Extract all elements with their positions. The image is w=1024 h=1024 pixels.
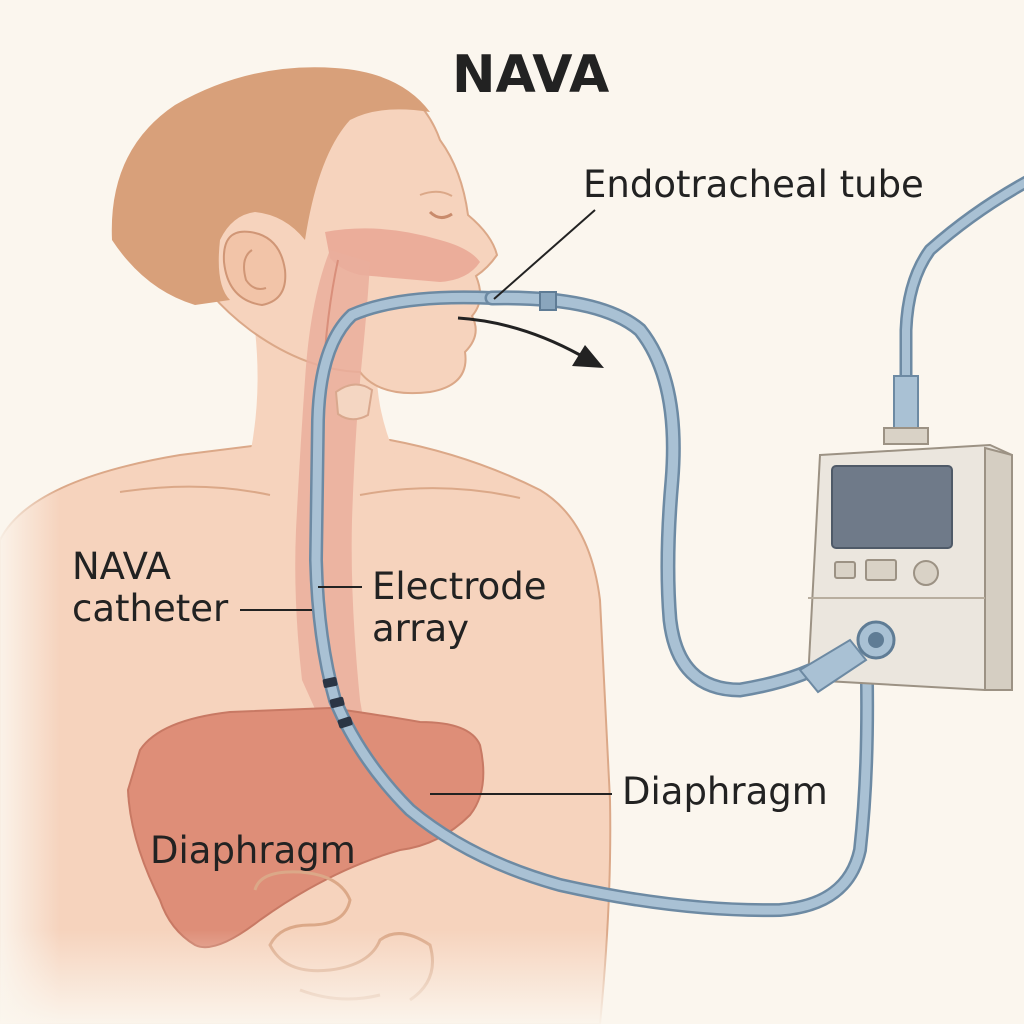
label-diaphragm-right: Diaphragm [622, 770, 828, 813]
collarbone-right [359, 487, 521, 499]
brow [419, 190, 453, 197]
device-screen [831, 465, 953, 549]
airflow-arrow-icon [457, 316, 604, 368]
ventilator-hose [883, 175, 1024, 445]
nava-catheter [308, 290, 875, 918]
larynx [334, 383, 374, 421]
trachea [295, 250, 372, 774]
label-electrode-array: Electrode array [372, 565, 547, 650]
liver [126, 706, 485, 949]
label-diaphragm-left: Diaphragm [150, 829, 356, 872]
leader-endotracheal-tube [493, 209, 596, 300]
device-knob [913, 560, 939, 586]
diagram-title: NAVA [452, 45, 610, 105]
endotracheal-tube [484, 290, 838, 698]
collarbone-left [119, 485, 271, 496]
label-nava-catheter: NAVA catheter [72, 545, 229, 630]
eye [428, 210, 453, 219]
device-button-2 [865, 559, 897, 581]
label-endotracheal-tube: Endotracheal tube [583, 163, 924, 206]
hair [111, 67, 430, 305]
ventilator-device [798, 443, 1013, 694]
electrode-array [322, 677, 353, 729]
ear [222, 230, 287, 307]
device-button-1 [834, 561, 856, 579]
tube-connector [539, 291, 557, 311]
catheter-connector [798, 638, 868, 694]
